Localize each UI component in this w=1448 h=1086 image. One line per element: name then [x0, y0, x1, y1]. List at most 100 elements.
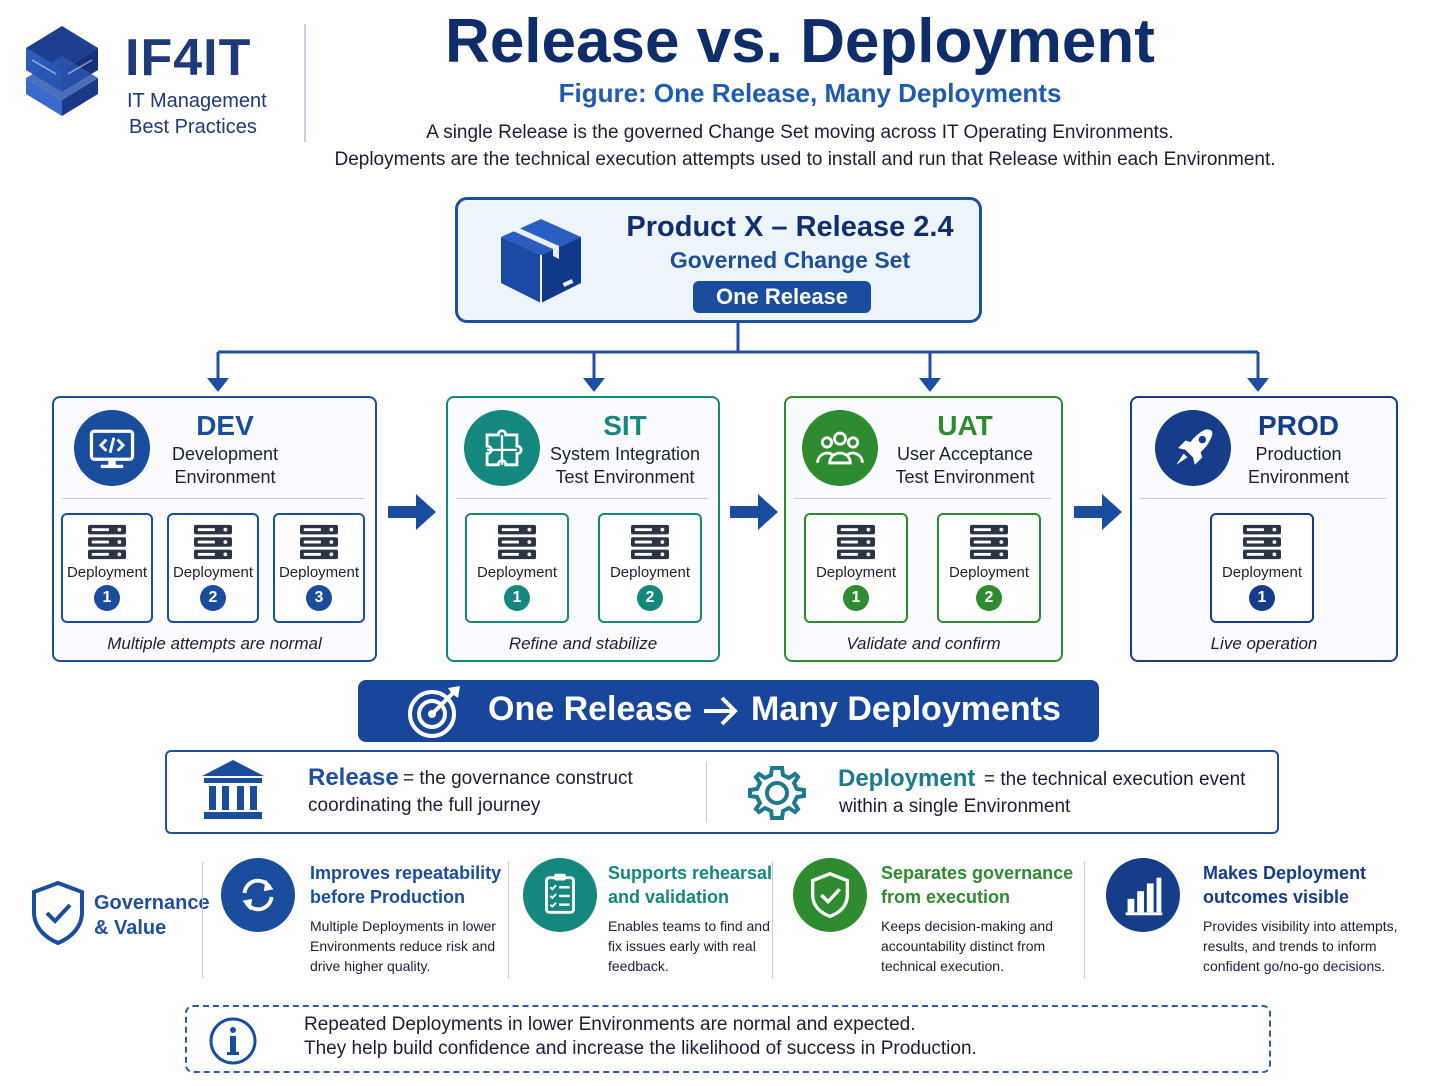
government-building-icon — [202, 760, 264, 819]
server-icon — [837, 524, 875, 560]
info-icon — [209, 1017, 257, 1065]
deployment-label: Deployment — [278, 564, 360, 581]
deployment-card: Deployment 1 — [804, 513, 908, 623]
release-subtitle: Governed Change Set — [669, 247, 911, 273]
deployment-card: Deployment 1 — [1210, 513, 1314, 623]
note-text: They help build confidence and increase … — [304, 1038, 977, 1059]
env-caption: Multiple attempts are normal — [107, 634, 322, 653]
deployment-definition: = the technical execution event — [984, 769, 1246, 790]
banner-left-text: One Release — [488, 690, 693, 728]
server-icon — [1243, 524, 1281, 560]
deployment-definition: within a single Environment — [839, 796, 1071, 817]
header-divider — [304, 24, 306, 142]
deployment-card: Deployment 2 — [167, 513, 259, 623]
deployment-card: Deployment 2 — [937, 513, 1041, 623]
value-divider — [772, 862, 773, 978]
page-title: Release vs. Deployment — [445, 7, 1155, 76]
server-icon — [194, 524, 232, 560]
shield-check-icon — [32, 880, 84, 946]
deployment-label: Deployment — [1221, 564, 1303, 581]
deployment-card: Deployment 3 — [273, 513, 365, 623]
target-icon — [408, 686, 460, 738]
server-icon — [300, 524, 338, 560]
info-note — [185, 1005, 1271, 1073]
package-box-icon — [501, 219, 581, 303]
puzzle-icon — [464, 410, 540, 486]
server-icon — [498, 524, 536, 560]
env-name: SIT — [603, 410, 647, 441]
deployment-number-badge: 1 — [504, 585, 530, 611]
release-definition: coordinating the full journey — [308, 795, 541, 816]
server-icon — [970, 524, 1008, 560]
if4it-logo-mark — [26, 26, 98, 116]
env-name: PROD — [1258, 410, 1339, 441]
intro-text: Deployments are the technical execution … — [334, 149, 1276, 170]
deployment-number-badge: 2 — [637, 585, 663, 611]
value-divider — [202, 862, 203, 978]
intro-text: A single Release is the governed Change … — [426, 122, 1174, 143]
env-divider — [456, 498, 708, 499]
right-arrow-icon — [730, 494, 778, 530]
env-caption: Validate and confirm — [846, 634, 1001, 653]
release-title: Product X – Release 2.4 — [626, 211, 954, 243]
brand-name: IF4IT — [125, 29, 252, 87]
release-definition: = the governance construct — [403, 768, 633, 789]
brand-tagline: IT Management — [127, 90, 267, 112]
shield-check-icon — [793, 858, 867, 932]
deployment-number-badge: 1 — [94, 585, 120, 611]
right-arrow-icon — [704, 696, 738, 726]
banner-right-text: Many Deployments — [751, 690, 1061, 728]
env-divider — [62, 498, 365, 499]
code-monitor-icon — [74, 410, 150, 486]
rocket-icon — [1155, 410, 1231, 486]
server-icon — [88, 524, 126, 560]
env-caption: Live operation — [1210, 634, 1318, 653]
deployment-label: Deployment — [815, 564, 897, 581]
brand-tagline: Best Practices — [129, 116, 257, 138]
clipboard-checklist-icon — [523, 858, 597, 932]
server-icon — [631, 524, 669, 560]
bar-chart-icon — [1106, 858, 1180, 932]
deployment-number-badge: 1 — [843, 585, 869, 611]
deployment-card: Deployment 1 — [61, 513, 153, 623]
governance-title: Governance — [94, 892, 210, 914]
value-divider — [508, 862, 509, 978]
env-divider — [794, 498, 1051, 499]
deployment-label: Deployment — [948, 564, 1030, 581]
env-caption: Refine and stabilize — [508, 634, 658, 653]
deployment-number-badge: 1 — [1249, 585, 1275, 611]
env-divider — [1140, 498, 1386, 499]
release-term: Release — [308, 764, 399, 791]
value-divider — [1084, 862, 1085, 978]
deployment-term: Deployment — [838, 765, 976, 792]
env-name: DEV — [196, 410, 254, 441]
right-arrow-icon — [1074, 494, 1122, 530]
figure-subtitle: Figure: One Release, Many Deployments — [558, 78, 1062, 108]
definitions-divider — [706, 762, 707, 822]
deployment-number-badge: 2 — [976, 585, 1002, 611]
right-arrow-icon — [388, 494, 436, 530]
governance-title: & Value — [94, 917, 167, 939]
deployment-number-badge: 3 — [306, 585, 332, 611]
deployment-label: Deployment — [66, 564, 148, 581]
users-group-icon — [802, 410, 878, 486]
env-name: UAT — [937, 410, 993, 441]
deployment-number-badge: 2 — [200, 585, 226, 611]
one-release-badge: One Release — [693, 281, 871, 313]
gear-icon — [748, 766, 806, 820]
deployment-label: Deployment — [172, 564, 254, 581]
note-text: Repeated Deployments in lower Environmen… — [304, 1014, 916, 1035]
